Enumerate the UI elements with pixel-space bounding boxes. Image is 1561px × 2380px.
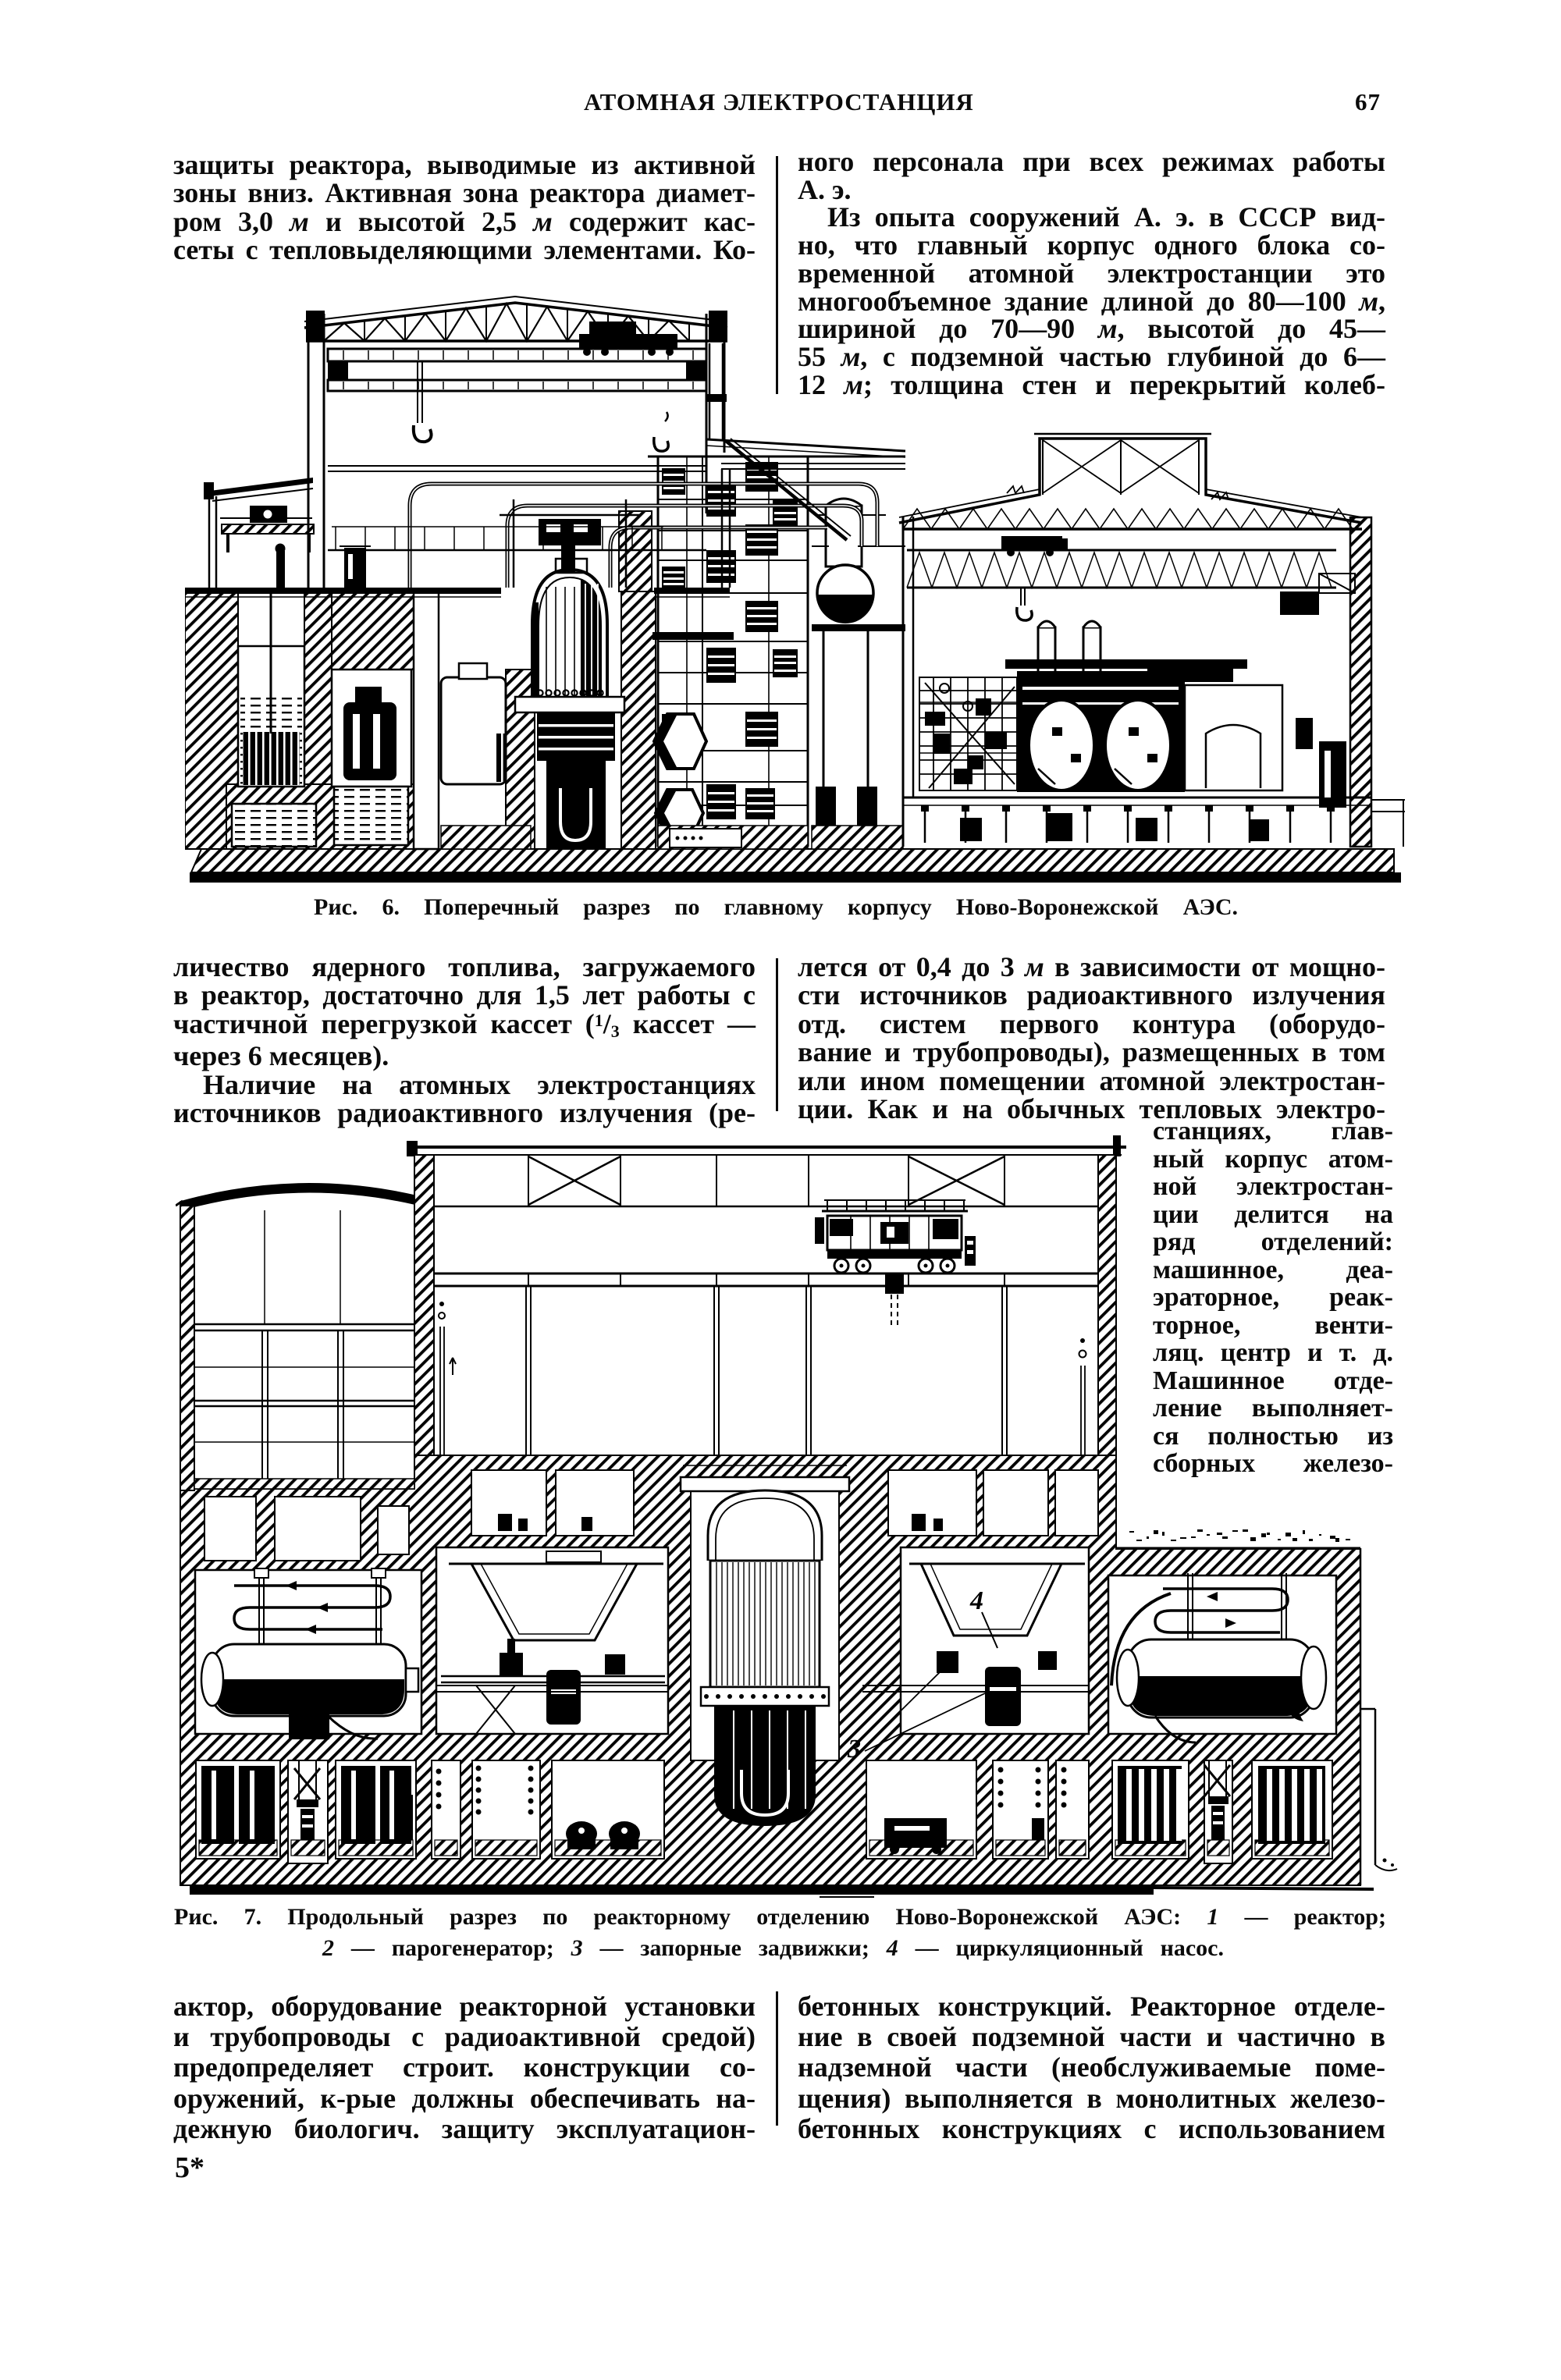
svg-text:3: 3 [847, 1735, 861, 1764]
svg-text:4: 4 [969, 1586, 983, 1615]
